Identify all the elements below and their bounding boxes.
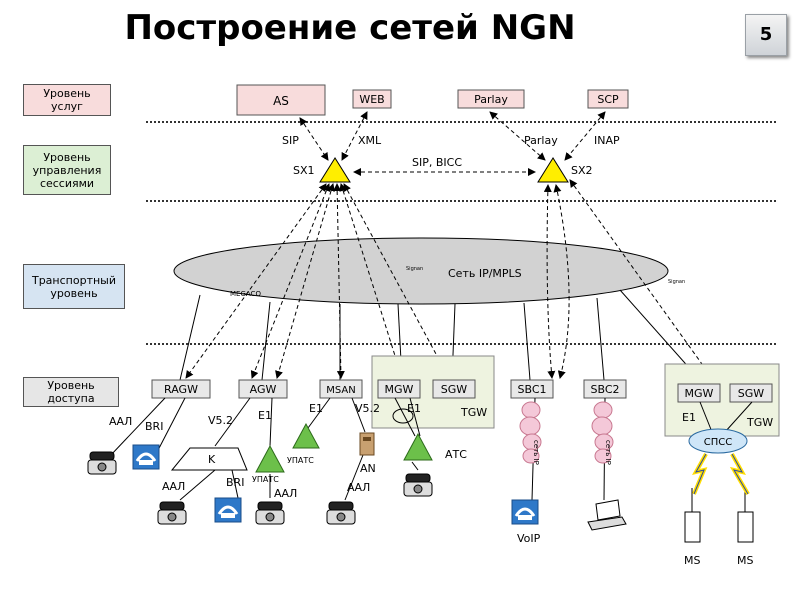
node-sbc2: SBC2: [583, 379, 627, 399]
service-web: WEB: [352, 89, 392, 109]
isdn-terminal-icon: [131, 443, 161, 471]
control-links-sx2: [543, 179, 713, 379]
link-as-sx1: [299, 117, 329, 161]
level-access: Уровень доступа: [23, 377, 119, 407]
node-sbc2-label: SBC2: [590, 383, 619, 396]
node-sbc1-label: SBC1: [517, 383, 546, 396]
laptop-icon: [587, 499, 627, 531]
node-k-label: K: [208, 453, 216, 466]
label-e1-2: E1: [309, 402, 323, 415]
protocol-inap: INAP: [594, 134, 620, 147]
label-e1-4: E1: [682, 411, 696, 424]
label-v52-2: V5.2: [355, 402, 380, 415]
phone-icon: [403, 473, 433, 497]
service-scp: SCP: [587, 89, 629, 109]
node-msan-label: MSAN: [326, 385, 355, 396]
protocol-sip: SIP: [282, 134, 299, 147]
upats-2-triangle: [255, 444, 285, 473]
level-session: Уровень управления сессиями: [23, 145, 111, 195]
level-services: Уровень услуг: [23, 84, 111, 116]
service-parlay-label: Parlay: [474, 93, 508, 106]
mgw-sgw-link-ring: [392, 408, 414, 424]
sx1-triangle: [319, 157, 351, 183]
node-sgw-2: SGW: [729, 383, 773, 403]
lightning-icon: [693, 453, 707, 495]
service-scp-label: SCP: [597, 93, 619, 106]
lightning-icon: [729, 453, 750, 496]
label-upats-1: УПАТС: [287, 456, 314, 465]
label-bri-1: BRI: [145, 420, 163, 433]
link-web-sx1: [341, 111, 368, 161]
signal-label-1: Signan: [406, 266, 423, 272]
sx2-label: SX2: [571, 164, 593, 177]
page-title: Построение сетей NGN: [124, 8, 576, 48]
label-v52-1: V5.2: [208, 414, 233, 427]
phone-icon: [157, 501, 187, 525]
service-as-label: AS: [273, 94, 289, 108]
network-label: Сеть IP/MPLS: [448, 267, 522, 280]
mobile-station-icon: [684, 511, 701, 543]
node-mgw-1: MGW: [377, 379, 421, 399]
label-voip: VoIP: [517, 532, 541, 545]
node-ragw-label: RAGW: [164, 383, 198, 396]
sx1-label: SX1: [293, 164, 315, 177]
label-aal-4: ААЛ: [347, 481, 370, 494]
node-sgw-1: SGW: [432, 379, 476, 399]
label-bri-2: BRI: [226, 476, 244, 489]
protocol-xml: XML: [358, 134, 382, 147]
link-scp-sx2: [564, 111, 606, 161]
label-atc: АТС: [445, 448, 467, 461]
label-aal-2: ААЛ: [162, 480, 185, 493]
control-links-sx1: [185, 183, 450, 379]
node-sbc1: SBC1: [510, 379, 554, 399]
label-ms-1: MS: [684, 554, 700, 567]
protocol-parlay: Parlay: [524, 134, 558, 147]
node-mgw-2-label: MGW: [685, 387, 714, 400]
protocol-sip-bicc: SIP, BICC: [412, 156, 462, 169]
mobile-station-icon: [737, 511, 754, 543]
label-aal-1: ААЛ: [109, 415, 132, 428]
label-aal-3: ААЛ: [274, 487, 297, 500]
phone-icon: [326, 501, 356, 525]
node-ragw: RAGW: [151, 379, 211, 399]
node-mgw-1-label: MGW: [385, 383, 414, 396]
page-number: 5: [745, 14, 787, 56]
node-agw-label: AGW: [250, 383, 277, 396]
sx2-triangle: [537, 157, 569, 183]
lightning-icon: [731, 453, 749, 495]
node-agw: AGW: [238, 379, 288, 399]
phone-icon: [87, 451, 117, 475]
node-k: K: [170, 447, 248, 471]
level-transport: Транспортный уровень: [23, 264, 125, 309]
megaco-label: MEGACO: [230, 290, 261, 298]
service-web-label: WEB: [359, 93, 384, 106]
label-an: AN: [360, 462, 376, 475]
voip-phone-icon: [510, 498, 540, 526]
signal-label-2: Signan: [668, 279, 685, 285]
label-tgw-2: TGW: [746, 416, 773, 429]
phone-icon: [255, 501, 285, 525]
label-e1-3: E1: [407, 402, 421, 415]
node-msan: MSAN: [319, 379, 363, 399]
spss-node: [688, 428, 748, 454]
atc-triangle: [403, 432, 433, 461]
spss-label: СПСС: [704, 437, 732, 448]
label-tgw-1: TGW: [460, 406, 487, 419]
isdn-terminal-icon: [213, 496, 243, 524]
service-as: AS: [236, 84, 326, 116]
ip-cloud-label-1: сеть IP: [532, 440, 540, 465]
lightning-icon: [692, 453, 708, 495]
node-sgw-2-label: SGW: [738, 387, 765, 400]
label-upats-2: УПАТС: [252, 475, 279, 484]
node-sgw-1-label: SGW: [441, 383, 468, 396]
an-device: [359, 432, 375, 456]
label-ms-2: MS: [737, 554, 753, 567]
link-parlay-sx2: [489, 111, 546, 161]
upats-1-triangle: [292, 422, 320, 449]
node-mgw-2: MGW: [677, 383, 721, 403]
label-e1-1: E1: [258, 409, 272, 422]
ip-cloud-label-2: сеть IP: [604, 440, 612, 465]
service-parlay: Parlay: [457, 89, 525, 109]
